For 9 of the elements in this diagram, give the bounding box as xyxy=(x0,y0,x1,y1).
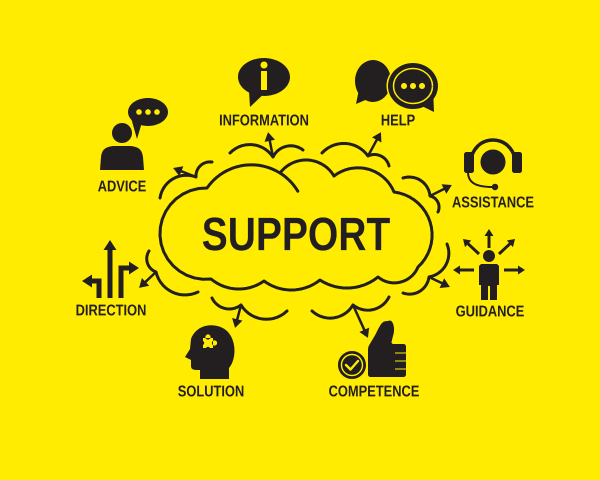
topic-label: ASSISTANCE xyxy=(452,196,534,208)
topic-label: GUIDANCE xyxy=(456,306,524,316)
topic-label: HELP xyxy=(382,114,415,126)
topic-label: ADVICE xyxy=(98,180,146,192)
topic-label: COMPETENCE xyxy=(329,386,419,396)
topic-label: SOLUTION xyxy=(178,386,244,396)
topic-label: DIRECTION xyxy=(76,304,146,316)
topic-label: INFORMATION xyxy=(220,114,308,126)
cloud: SUPPORT xyxy=(145,142,450,321)
